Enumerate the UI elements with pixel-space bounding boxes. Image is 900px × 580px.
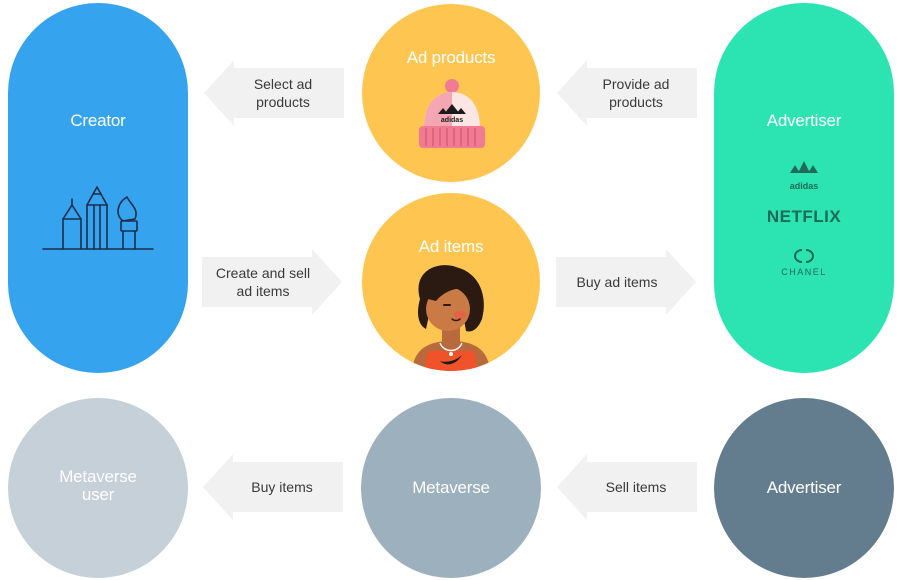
creator-node: Creator (8, 3, 188, 373)
arrow-sell-items: Sell items (557, 454, 697, 520)
chanel-logo-icon (794, 249, 814, 263)
ad-items-node: Ad items (362, 193, 540, 371)
arrow-sell-items-label: Sell items (605, 479, 667, 495)
ad-products-brand-text: adidas (441, 117, 463, 124)
ad-items-label: Ad items (418, 237, 484, 256)
arrow-right-shape (556, 249, 696, 315)
advertiser-bottom-node: Advertiser (714, 398, 894, 578)
netflix-logo: NETFLIX (766, 207, 842, 226)
arrow-create-and-sell-ad-items: Create and sell ad items (202, 249, 342, 315)
arrow-buy-ad-items: Buy ad items (556, 249, 696, 315)
adidas-logo-icon (790, 161, 818, 173)
arrow-provide-ad-products-label: Provide ad products (602, 76, 670, 110)
adidas-logo-text: adidas (789, 181, 819, 191)
advertiser-top-node: Advertiser adidas NETFLIX CHANEL (714, 3, 894, 373)
arrow-left-shape (203, 454, 343, 520)
metaverse-user-node: Metaverse user (8, 398, 188, 578)
advertiser-bottom-label: Advertiser (766, 478, 842, 497)
arrow-create-and-sell-ad-items-label: Create and sell ad items (215, 265, 311, 299)
arrow-provide-ad-products: Provide ad products (557, 60, 697, 126)
arrow-left-shape (557, 60, 697, 126)
arrow-left-shape (557, 454, 697, 520)
chanel-logo-text: CHANEL (781, 267, 827, 277)
arrow-buy-ad-items-label: Buy ad items (576, 274, 658, 290)
arrow-select-ad-products-label: Select ad products (253, 76, 313, 110)
arrow-right-shape (202, 249, 342, 315)
metaverse-user-label: Metaverse user (59, 467, 137, 504)
ad-products-label: Ad products (406, 48, 496, 67)
arrow-select-ad-products: Select ad products (204, 60, 344, 126)
character-avatar-icon (412, 265, 490, 371)
creator-label: Creator (70, 111, 126, 130)
ad-products-node: Ad products adidas (362, 4, 540, 182)
art-tools-icon (42, 186, 154, 250)
metaverse-label: Metaverse (412, 478, 490, 497)
arrow-left-shape (204, 60, 344, 126)
arrow-buy-items: Buy items (203, 454, 343, 520)
arrow-buy-items-label: Buy items (251, 479, 313, 495)
advertiser-top-label: Advertiser (766, 111, 842, 130)
metaverse-node: Metaverse (361, 398, 541, 578)
adidas-beanie-icon: adidas (419, 79, 485, 148)
